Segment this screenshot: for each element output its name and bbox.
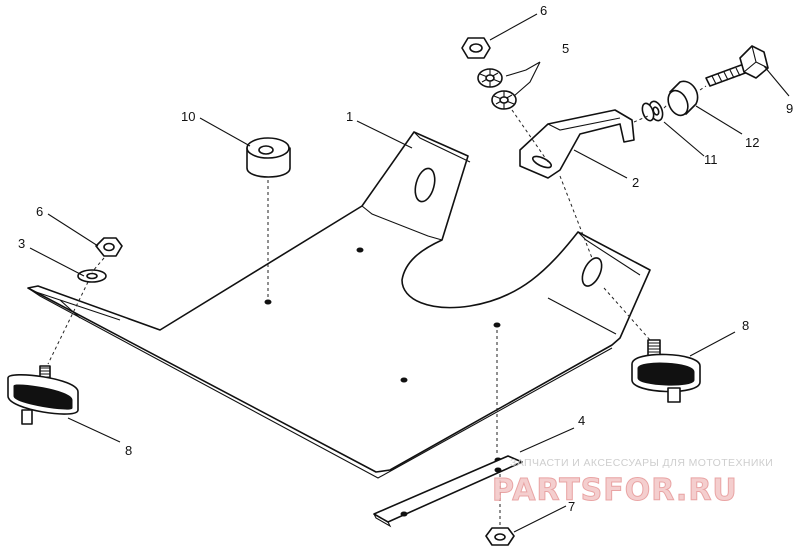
callout-8-right: 8 [742,318,749,333]
callouts: 1 2 3 4 5 6 6 7 8 8 9 10 11 12 [18,3,793,514]
skid-plate [27,131,651,479]
callout-8-left: 8 [125,443,132,458]
callout-10: 10 [181,109,195,124]
callout-6-top: 6 [540,3,547,18]
callout-1: 1 [346,109,353,124]
leader-lines [29,13,790,533]
strap [373,455,523,528]
callout-7: 7 [568,499,575,514]
rubber-mount-right [631,339,701,403]
callout-5: 5 [562,41,569,56]
lock-washer-upper [477,68,503,88]
left-washer [77,269,107,283]
callout-12: 12 [745,135,759,150]
callout-6-left: 6 [36,204,43,219]
watermark-tagline: ЗАПЧАСТИ И АКСЕССУАРЫ ДЛЯ МОТОТЕХНИКИ [510,457,773,469]
bolt [705,45,769,87]
callout-11: 11 [704,152,718,167]
callout-2: 2 [632,175,639,190]
top-nut [461,37,491,59]
spacer [246,137,291,178]
callout-9: 9 [786,101,793,116]
bottom-nut [485,527,515,546]
watermark-logo: PARTSFOR.RU [492,473,738,508]
lock-washer-lower [491,90,517,110]
bracket [519,109,635,179]
assembly-lines [47,85,707,526]
rubber-mount-left [7,365,79,425]
callout-4: 4 [578,413,585,428]
watermark: ЗАПЧАСТИ И АКСЕССУАРЫ ДЛЯ МОТОТЕХНИКИ PA… [492,457,773,509]
flat-washer [641,100,664,122]
left-nut [95,237,123,257]
bushing [667,80,699,117]
callout-3: 3 [18,236,25,251]
